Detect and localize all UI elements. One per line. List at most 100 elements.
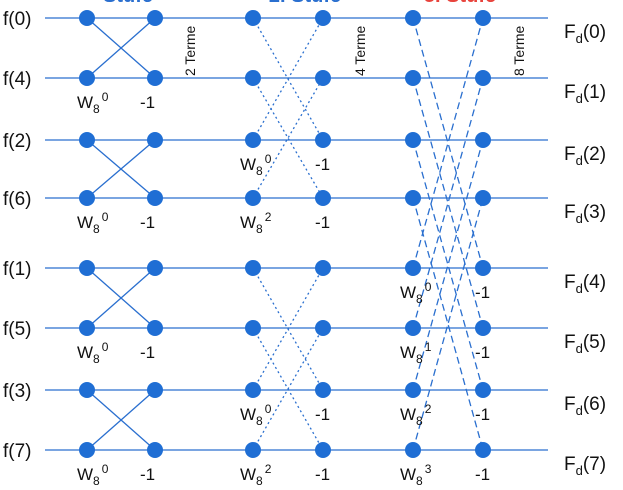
node-dot	[79, 132, 95, 148]
stage-term-label: 2 Terme	[182, 25, 198, 76]
butterfly-stage2	[252, 267, 324, 391]
node-dot	[405, 260, 421, 276]
stage-term-label: 8 Terme	[511, 25, 527, 76]
node-dot	[475, 320, 491, 336]
node-dot	[79, 70, 95, 86]
node-dot	[147, 132, 163, 148]
node-dot	[315, 190, 331, 206]
node-dot	[315, 260, 331, 276]
input-label-7: f(7)	[3, 441, 32, 462]
node-dot	[147, 10, 163, 26]
node-dot	[147, 260, 163, 276]
node-dot	[147, 442, 163, 458]
minus-one-label: -1	[315, 405, 330, 424]
stage-header: Stufe	[103, 0, 153, 7]
node-dot	[245, 132, 261, 148]
node-dot	[245, 70, 261, 86]
node-dot	[475, 190, 491, 206]
output-label-6: Fd(6)	[564, 394, 606, 418]
output-label-7: Fd(7)	[564, 454, 606, 478]
input-label-5: f(5)	[3, 319, 32, 340]
minus-one-label: -1	[140, 343, 155, 362]
node-dot	[79, 442, 95, 458]
twiddle-stage1: W80	[77, 340, 109, 366]
minus-one-label: -1	[315, 465, 330, 484]
node-dot	[475, 442, 491, 458]
butterfly-stage1	[86, 17, 156, 79]
output-label-1: Fd(1)	[564, 82, 606, 106]
butterfly-stage2	[252, 327, 324, 451]
input-label-3: f(6)	[3, 189, 32, 210]
node-dot	[147, 190, 163, 206]
node-dot	[147, 382, 163, 398]
output-label-5: Fd(5)	[564, 332, 606, 356]
twiddle-stage1: W80	[77, 210, 109, 236]
minus-one-label: -1	[140, 465, 155, 484]
twiddle-stage3: W83	[400, 462, 432, 488]
node-dot	[405, 320, 421, 336]
input-label-0: f(0)	[3, 9, 32, 30]
node-dot	[405, 442, 421, 458]
butterfly-stage1	[86, 389, 156, 451]
node-dot	[315, 10, 331, 26]
twiddle-stage1: W80	[77, 90, 109, 116]
node-dot	[315, 442, 331, 458]
node-dot	[147, 320, 163, 336]
output-label-4: Fd(4)	[564, 272, 606, 296]
node-dot	[405, 70, 421, 86]
butterfly-stage1	[86, 139, 156, 199]
twiddle-stage3: W82	[400, 402, 432, 428]
stage-term-label: 4 Terme	[352, 25, 368, 76]
twiddle-stage2: W82	[240, 210, 272, 236]
node-dot	[475, 260, 491, 276]
output-label-0: Fd(0)	[564, 22, 606, 46]
node-dot	[79, 10, 95, 26]
minus-one-label: -1	[475, 343, 490, 362]
minus-one-label: -1	[475, 465, 490, 484]
butterfly-stage2	[252, 77, 324, 199]
node-dot	[405, 190, 421, 206]
node-dot	[475, 70, 491, 86]
node-dot	[315, 320, 331, 336]
node-dot	[245, 320, 261, 336]
node-dot	[315, 132, 331, 148]
twiddle-stage2: W80	[240, 402, 272, 428]
node-dot	[79, 190, 95, 206]
butterfly-stage2	[252, 77, 324, 199]
minus-one-label: -1	[315, 213, 330, 232]
node-dot	[475, 382, 491, 398]
minus-one-label: -1	[475, 283, 490, 302]
input-label-2: f(2)	[3, 131, 32, 152]
minus-one-label: -1	[475, 405, 490, 424]
node-dot	[315, 70, 331, 86]
twiddle-stage2: W82	[240, 462, 272, 488]
node-dot	[79, 382, 95, 398]
node-dot	[405, 132, 421, 148]
twiddle-stage3: W80	[400, 280, 432, 306]
node-dot	[475, 10, 491, 26]
butterfly-stage1	[86, 267, 156, 329]
node-dot	[245, 190, 261, 206]
output-label-2: Fd(2)	[564, 144, 606, 168]
minus-one-label: -1	[315, 155, 330, 174]
stage-header: 3. Stufe	[424, 0, 496, 7]
node-dot	[147, 70, 163, 86]
input-label-6: f(3)	[3, 381, 32, 402]
output-label-3: Fd(3)	[564, 202, 606, 226]
stage-header: 2. Stufe	[269, 0, 341, 7]
node-dot	[79, 320, 95, 336]
node-dot	[405, 382, 421, 398]
minus-one-label: -1	[140, 213, 155, 232]
twiddle-stage3: W81	[400, 340, 432, 366]
input-label-1: f(4)	[3, 69, 32, 90]
node-dot	[315, 382, 331, 398]
node-dot	[245, 442, 261, 458]
node-dot	[245, 10, 261, 26]
minus-one-label: -1	[140, 93, 155, 112]
node-dot	[245, 260, 261, 276]
node-dot	[245, 382, 261, 398]
butterfly-stage2	[252, 17, 324, 141]
input-label-4: f(1)	[3, 259, 32, 280]
node-dot	[405, 10, 421, 26]
